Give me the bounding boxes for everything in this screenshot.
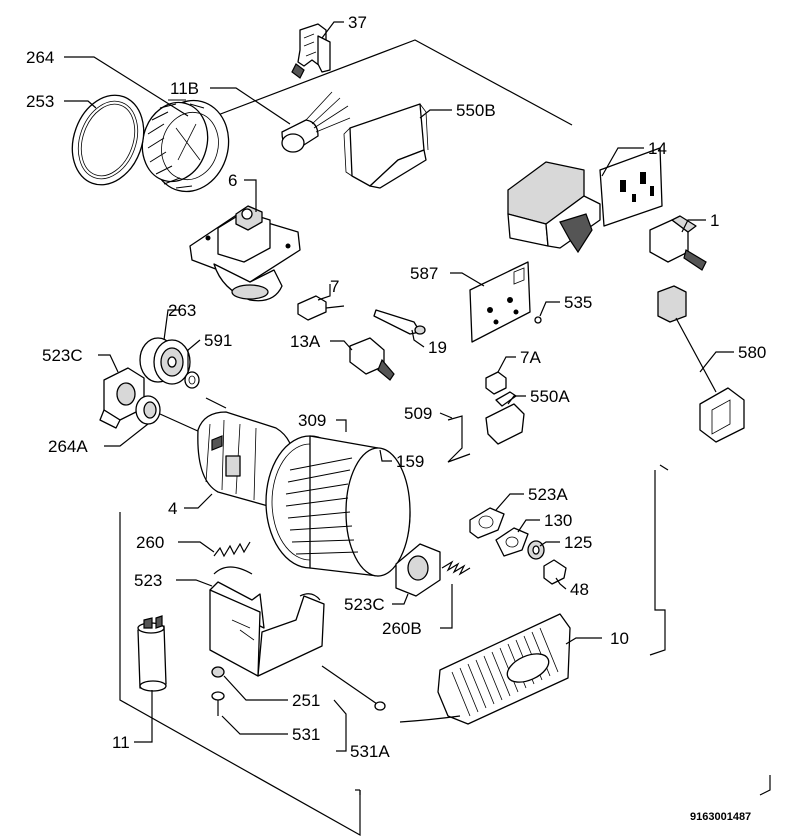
label-591: 591 xyxy=(204,331,232,350)
label-264a: 264A xyxy=(48,437,88,456)
part-523a-gasket xyxy=(469,507,505,539)
label-7a: 7A xyxy=(520,348,541,367)
label-130: 130 xyxy=(544,511,572,530)
part-14-control-module xyxy=(507,147,663,254)
label-7: 7 xyxy=(330,277,339,296)
label-10: 10 xyxy=(610,629,629,648)
label-550a: 550A xyxy=(530,387,570,406)
part-125-nut xyxy=(527,540,545,560)
part-523c-bracket-left xyxy=(99,367,145,429)
part-264-fan-wheel xyxy=(141,99,230,193)
part-7a-connector xyxy=(485,371,507,395)
label-309: 309 xyxy=(298,411,326,430)
part-580-sensor xyxy=(657,285,745,443)
label-263: 263 xyxy=(168,301,196,320)
part-523c-bracket-right xyxy=(395,543,441,597)
part-10-heater xyxy=(399,613,571,725)
part-523-cradle xyxy=(209,566,325,677)
part-130-gasket xyxy=(495,527,529,557)
label-37: 37 xyxy=(348,13,367,32)
label-48: 48 xyxy=(570,580,589,599)
label-19: 19 xyxy=(428,338,447,357)
label-264: 264 xyxy=(26,48,54,67)
label-531: 531 xyxy=(292,725,320,744)
part-260-spring xyxy=(213,541,251,558)
label-523c: 523C xyxy=(42,346,83,365)
leader-lines xyxy=(64,21,734,752)
label-260: 260 xyxy=(136,533,164,552)
housing-outline xyxy=(119,39,771,836)
part-48-sensor xyxy=(543,559,567,585)
label-260b: 260B xyxy=(382,619,422,638)
part-1-switch xyxy=(649,215,707,271)
part-260b-spring xyxy=(441,560,471,576)
label-523c-right: 523C xyxy=(344,595,385,614)
label-4: 4 xyxy=(168,499,177,518)
part-7-connector xyxy=(297,295,345,321)
part-531-bolt xyxy=(211,691,225,716)
part-587-circuit-board xyxy=(469,261,531,343)
label-11: 11 xyxy=(112,733,130,752)
part-11b-capacitor xyxy=(281,91,351,153)
label-253: 253 xyxy=(26,92,54,111)
drawing-code: 9163001487 xyxy=(690,811,751,823)
label-587: 587 xyxy=(410,264,438,283)
part-550b-duct xyxy=(343,103,429,189)
part-labels: 37 264 253 11B 550B 6 14 1 587 535 7 263… xyxy=(26,13,766,761)
part-37-bracket xyxy=(291,23,331,79)
part-264a-pulley xyxy=(135,395,161,425)
part-19-probe xyxy=(373,309,426,335)
part-535-screw xyxy=(534,316,542,324)
part-263-pulley xyxy=(139,337,191,385)
part-251-nut xyxy=(211,666,225,678)
label-125: 125 xyxy=(564,533,592,552)
part-253-ring xyxy=(71,94,145,186)
label-14: 14 xyxy=(648,139,667,158)
label-6: 6 xyxy=(228,171,237,190)
label-251: 251 xyxy=(292,691,320,710)
label-523: 523 xyxy=(134,571,162,590)
label-1: 1 xyxy=(710,211,719,230)
label-523a: 523A xyxy=(528,485,568,504)
label-13a: 13A xyxy=(290,332,321,351)
label-159: 159 xyxy=(396,452,424,471)
part-550a-bracket xyxy=(485,391,525,445)
part-531a-bolt xyxy=(321,665,386,711)
label-509: 509 xyxy=(404,404,432,423)
part-11-capacitor xyxy=(137,615,167,692)
label-531a: 531A xyxy=(350,742,390,761)
label-11b: 11B xyxy=(170,79,199,98)
label-550b: 550B xyxy=(456,101,496,120)
part-13a-plug xyxy=(349,337,395,381)
label-580: 580 xyxy=(738,343,766,362)
part-591-washer xyxy=(184,371,200,389)
part-509-wire xyxy=(447,415,471,463)
label-535: 535 xyxy=(564,293,592,312)
part-6-assembly xyxy=(189,205,301,302)
part-309-159-drum-fan xyxy=(265,435,411,577)
